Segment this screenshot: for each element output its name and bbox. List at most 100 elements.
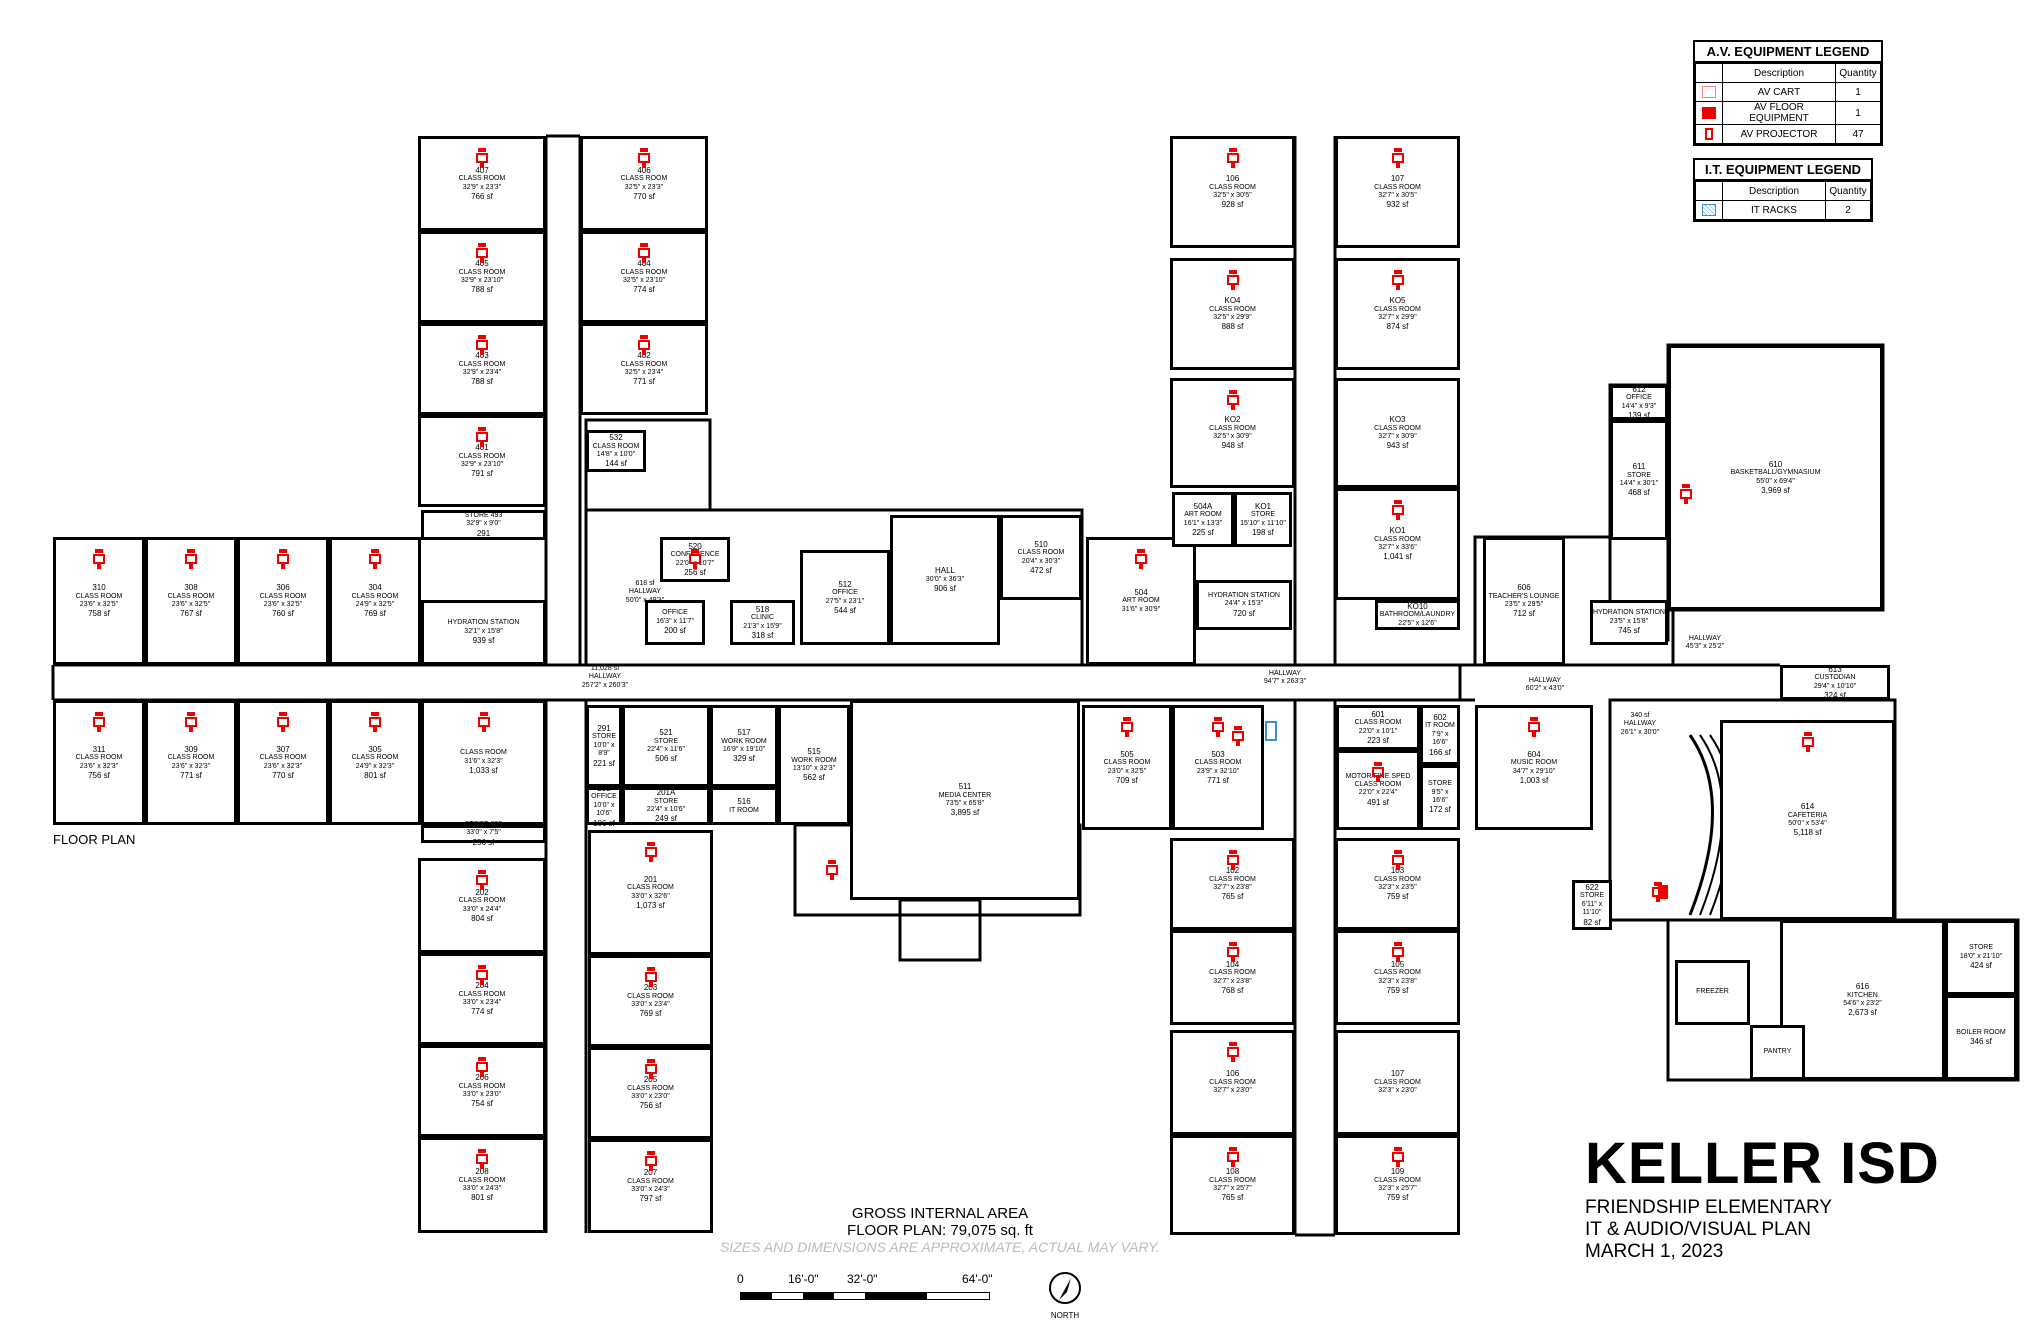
school-name: FRIENDSHIP ELEMENTARY <box>1585 1197 1833 1218</box>
hallway-dim: 60'2" x 43'0" <box>1525 685 1565 693</box>
room-num: 404 <box>637 259 651 269</box>
room-sf: 424 sf <box>1970 961 1992 971</box>
room-dim: 22'5" x 12'6" <box>1398 619 1437 627</box>
room-sf: 324 sf <box>1824 690 1846 700</box>
projector-icon <box>93 549 105 569</box>
room-name: CLASS ROOM <box>1209 969 1256 977</box>
av-legend-header-qty: Quantity <box>1835 63 1881 83</box>
room-dim: 31'6" x 32'3" <box>464 757 503 765</box>
projector-icon <box>689 549 701 569</box>
room-name: HYDRATION STATION <box>1593 609 1665 617</box>
av-legend-row-floor: AV FLOOR EQUIPMENT <box>1722 101 1836 125</box>
projector-icon <box>369 712 381 732</box>
projector-icon <box>1391 942 1404 962</box>
room-sf: 3,969 sf <box>1761 485 1790 495</box>
room-num: 107 <box>1390 1069 1405 1079</box>
room-num: 610 <box>1768 459 1783 469</box>
room-name: CUSTODIAN <box>1814 674 1856 682</box>
room-sf: 106 sf <box>593 818 615 828</box>
room-num: 106 <box>1225 174 1240 184</box>
room-num: 208 <box>475 1167 489 1177</box>
projector-icon <box>638 243 650 263</box>
room-num: 403 <box>475 351 489 361</box>
projector-icon <box>476 335 488 355</box>
room-name: STORE <box>654 737 678 745</box>
room-name: MUSIC ROOM <box>1510 759 1558 767</box>
hallway-name: HALLWAY <box>1688 635 1722 642</box>
projector-icon <box>1528 717 1540 737</box>
room-num: 511 <box>958 782 972 792</box>
projector-icon <box>185 549 197 569</box>
projector-icon <box>644 842 657 862</box>
projector-icon <box>476 965 488 985</box>
room-dim: 32'1" x 15'8" <box>464 627 503 635</box>
room-name: CLASS ROOM <box>351 754 399 762</box>
room-name: CLASS ROOM <box>458 268 506 276</box>
projector-icon <box>1226 942 1239 962</box>
room-name: CLASS ROOM <box>259 592 307 600</box>
room-name: CLASS ROOM <box>1374 305 1421 313</box>
room-name: CLASS ROOM <box>1209 183 1256 191</box>
room-num: 311 <box>92 744 106 754</box>
room-sf: 562 sf <box>803 773 825 783</box>
room-num: 206 <box>475 1073 489 1083</box>
room-name: CLASS ROOM <box>1209 1176 1256 1184</box>
room-dim: 33'0" x 24'3" <box>462 1185 502 1192</box>
room-sf: 472 sf <box>1030 565 1052 575</box>
room-dim: 32'7" x 33'6" <box>1378 544 1417 551</box>
projector-icon <box>93 712 105 732</box>
room-name: IT ROOM <box>1425 722 1455 730</box>
room-num: 109 <box>1390 1167 1405 1177</box>
room-sf: 223 sf <box>1367 735 1389 745</box>
room-sf: 221 sf <box>593 758 615 768</box>
room-num: 307 <box>276 744 290 754</box>
room-num: KO1 <box>1254 501 1271 511</box>
room-dim: 32'3" x 23'0" <box>1378 1087 1417 1095</box>
room-sf: 346 sf <box>1970 1036 1992 1046</box>
room-num: 505 <box>1120 749 1134 759</box>
room-dim: 32'5" x 30'5" <box>1213 192 1252 199</box>
projector-icon <box>1391 270 1404 290</box>
room-dim: 32'5" x 23'10" <box>622 277 666 284</box>
projector-icon <box>1391 850 1404 870</box>
room-sf: 3,895 sf <box>950 808 980 818</box>
room-dim: 32'9" x 23'10" <box>460 277 504 284</box>
projector-icon <box>1226 390 1239 410</box>
room-name: CLASS ROOM <box>1374 875 1421 883</box>
room-sf: 329 sf <box>733 754 755 764</box>
room-dim: 20'4" x 30'3" <box>1021 557 1061 565</box>
it-equipment-legend: I.T. EQUIPMENT LEGEND Description Quanti… <box>1693 158 1873 222</box>
room-sf: 745 sf <box>1618 626 1640 636</box>
room-sf: 774 sf <box>471 1007 493 1017</box>
room-dim: 24'4" x 15'3" <box>1224 600 1264 608</box>
room-dim: 32'7" x 30'9" <box>1378 433 1417 440</box>
room-sf: 801 sf <box>364 770 386 780</box>
room-name: CLASS ROOM <box>627 992 674 1000</box>
room-sf: 770 sf <box>633 191 655 201</box>
room-name: CLASS ROOM <box>167 592 215 600</box>
hallway-sf: 340 sf <box>1630 712 1650 719</box>
room-dim: 32'9" x 23'4" <box>462 369 502 376</box>
room-sf: 948 sf <box>1221 441 1244 451</box>
room-name: STORE 493 <box>464 511 503 519</box>
room-dim: 30'0" x 36'3" <box>925 575 965 583</box>
room-num: 402 <box>637 351 651 361</box>
room-name: CLASS ROOM <box>75 754 123 762</box>
hallway-sf: 11,028 sf <box>590 665 620 672</box>
projector-icon <box>476 148 488 168</box>
room-dim: 24'9" x 32'5" <box>355 601 395 608</box>
room-num: 532 <box>609 433 623 443</box>
